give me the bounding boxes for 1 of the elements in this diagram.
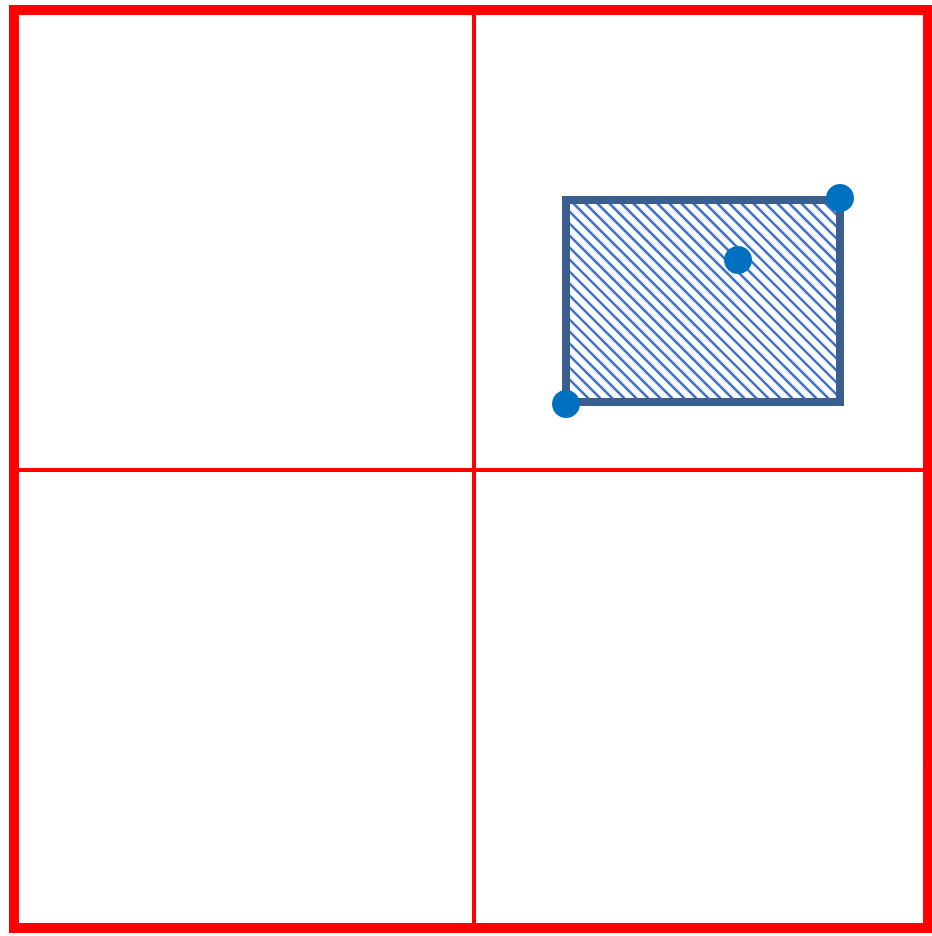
hatched-rectangle (562, 196, 844, 406)
